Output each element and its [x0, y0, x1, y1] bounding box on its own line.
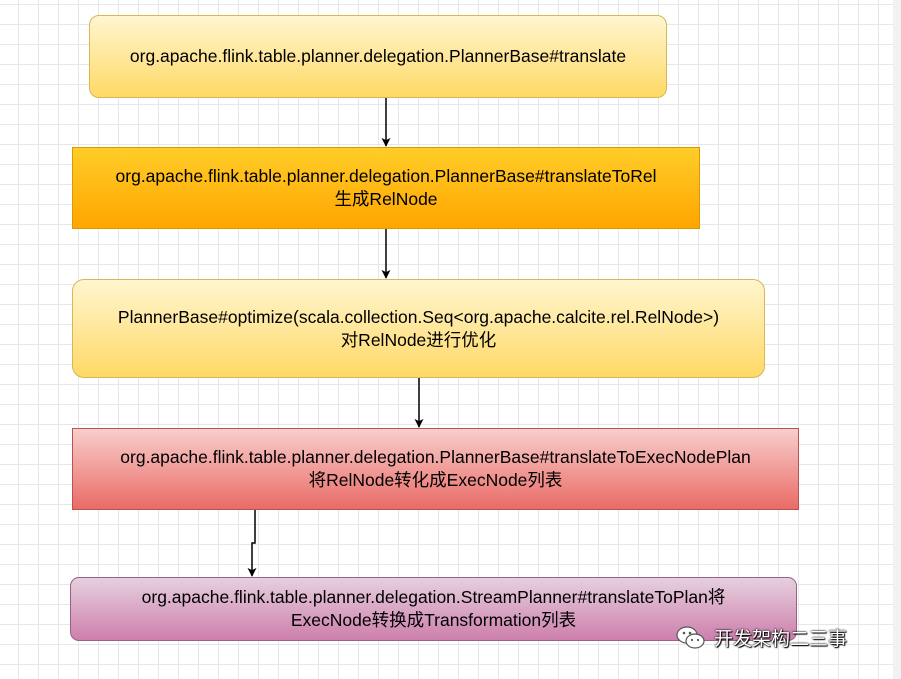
- node-exec-plan-line-1: org.apache.flink.table.planner.delegatio…: [120, 447, 751, 467]
- node-exec-plan-line-2: 将RelNode转化成ExecNode列表: [308, 470, 563, 490]
- node-translate-to-exec-node-plan: org.apache.flink.table.planner.delegatio…: [72, 428, 799, 510]
- watermark: 开发架构二三事: [676, 624, 847, 651]
- wechat-icon: [676, 625, 705, 649]
- watermark-text: 开发架构二三事: [714, 629, 848, 650]
- node-translate: org.apache.flink.table.planner.delegatio…: [89, 15, 667, 98]
- vertical-scrollbar[interactable]: [893, 0, 901, 679]
- node-translate-to-plan-line-1: org.apache.flink.table.planner.delegatio…: [141, 587, 726, 607]
- node-translate-to-rel-line-1: org.apache.flink.table.planner.delegatio…: [115, 166, 657, 186]
- node-translate-to-rel: org.apache.flink.table.planner.delegatio…: [72, 147, 700, 229]
- node-translate-to-rel-line-2: 生成RelNode: [334, 189, 438, 209]
- arrow-4-to-5: [247, 510, 257, 577]
- node-translate-to-plan-line-2: ExecNode转换成Transformation列表: [290, 610, 577, 630]
- node-translate-line-1: org.apache.flink.table.planner.delegatio…: [129, 46, 627, 66]
- node-optimize-line-2: 对RelNode进行优化: [340, 329, 497, 350]
- node-translate-to-plan: org.apache.flink.table.planner.delegatio…: [70, 577, 797, 641]
- node-optimize: PlannerBase#optimize(scala.collection.Se…: [72, 279, 765, 378]
- node-optimize-line-1: PlannerBase#optimize(scala.collection.Se…: [117, 306, 720, 327]
